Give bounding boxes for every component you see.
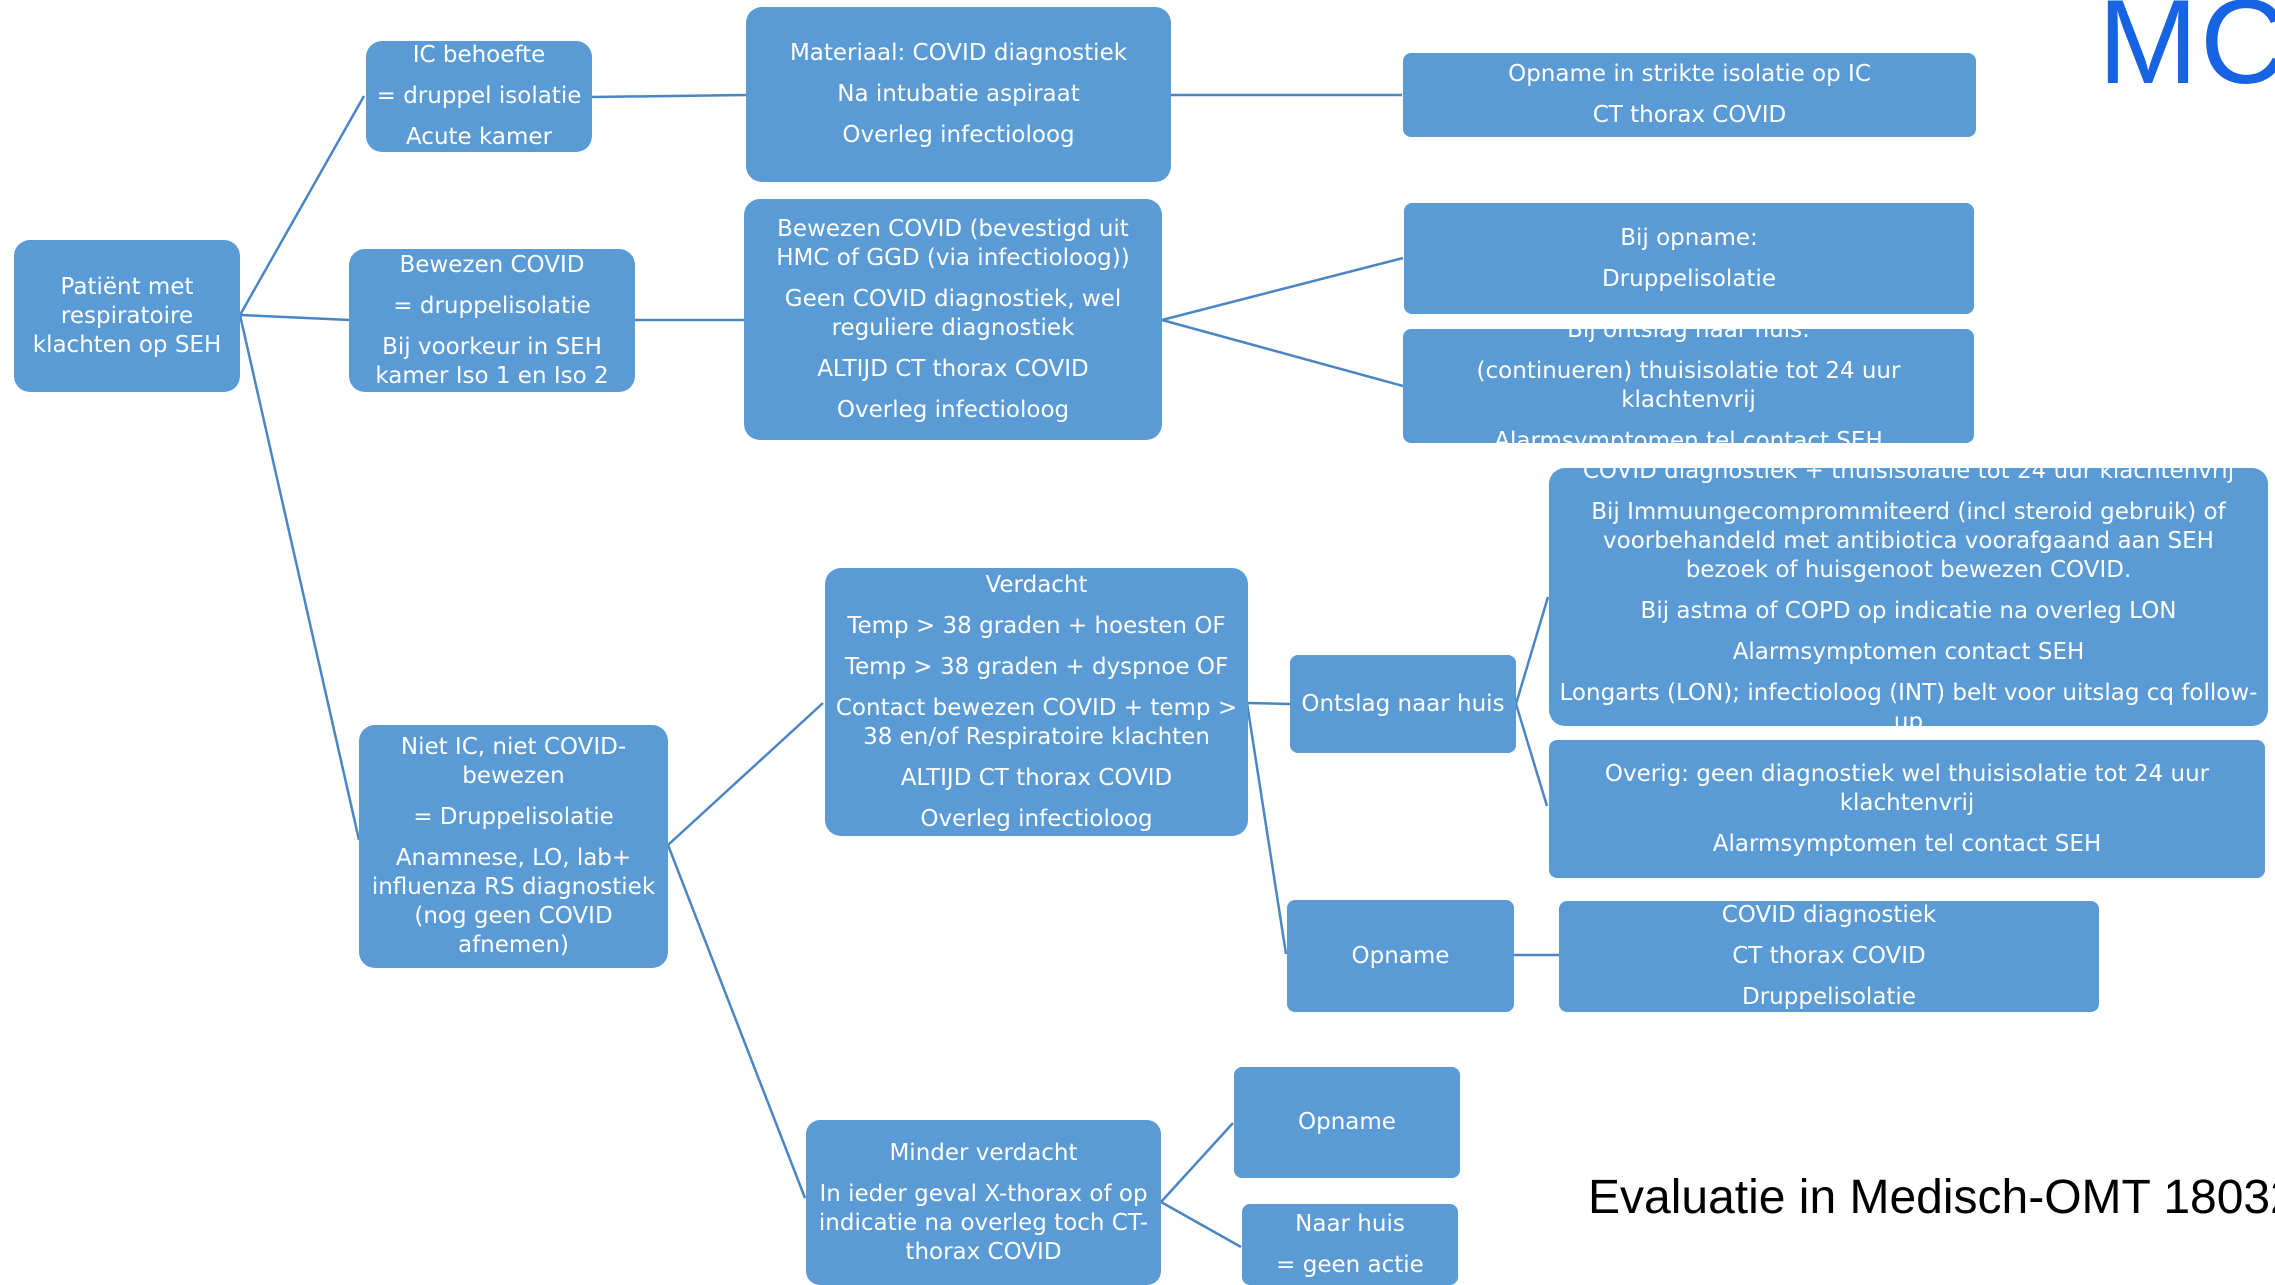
minder-verdacht-node: Minder verdacht In ieder geval X-thorax …	[806, 1120, 1161, 1285]
evaluation-footer-text: Evaluatie in Medisch-OMT 18032	[1588, 1171, 2275, 1224]
node-text: Alarmsymptomen tel contact SEH	[1494, 428, 1883, 454]
node-text: Alarmsymptomen contact SEH	[1732, 639, 2085, 665]
node-text: Bij Immuungecomprommiteerd (incl steroid…	[1591, 499, 2226, 583]
node-text: Opname in strikte isolatie op IC	[1508, 61, 1871, 87]
node-text: In ieder geval X-thorax of op indicatie …	[818, 1180, 1149, 1265]
node-text: Minder verdacht	[889, 1139, 1078, 1166]
node-text: COVID diagnostiek	[1721, 902, 1937, 928]
logo-text: MC	[2098, 0, 2275, 109]
node-text: Geen COVID diagnostiek, wel reguliere di…	[784, 285, 1122, 341]
node-text: Niet IC, niet COVID-bewezen	[400, 734, 627, 789]
node-text: Bij ontslag naar huis:	[1567, 317, 1810, 343]
hospital-logo: MC	[2098, 0, 2275, 102]
node-text: = geen actie	[1276, 1251, 1424, 1278]
node-text: CT thorax COVID	[1732, 943, 1926, 969]
node-text: Overleg infectioloog	[842, 122, 1075, 148]
node-text: Verdacht	[985, 571, 1088, 598]
node-text: Opname	[1298, 1109, 1396, 1135]
opname-verdacht-detail-node: COVID diagnostiek CT thorax COVID Druppe…	[1559, 901, 2099, 1012]
covid-diagnostiek-huis-node: COVID diagnostiek + thuisisolatie tot 24…	[1549, 458, 2268, 735]
node-text: Bewezen COVID	[399, 251, 585, 278]
node-text: = Druppelisolatie	[413, 804, 614, 830]
bewezen-covid-node: Bewezen COVID = druppelisolatie Bij voor…	[349, 249, 635, 392]
node-text: CT thorax COVID	[1592, 102, 1787, 128]
node-text: Acute kamer	[405, 124, 553, 150]
opname-verdacht-node: Opname	[1287, 900, 1514, 1012]
node-text: Bewezen COVID (bevestigd uit HMC of GGD …	[776, 215, 1130, 271]
node-text: = druppelisolatie	[393, 292, 591, 319]
node-text: Anamnese, LO, lab+ influenza RS diagnost…	[371, 845, 656, 958]
node-text: Temp > 38 graden + dyspnoe OF	[844, 653, 1229, 680]
node-text: Opname	[1351, 942, 1450, 969]
node-text: ALTIJD CT thorax COVID	[817, 355, 1089, 382]
node-text: = druppel isolatie	[376, 83, 582, 109]
node-text: Ontslag naar huis	[1301, 690, 1505, 717]
node-text: COVID diagnostiek + thuisisolatie tot 24…	[1582, 458, 2235, 484]
node-text: Bij opname:	[1620, 224, 1758, 251]
node-text: Overig: geen diagnostiek wel thuisisolat…	[1604, 760, 2210, 816]
naar-huis-node: Naar huis = geen actie	[1242, 1204, 1458, 1285]
node-text: Longarts (LON); infectioloog (INT) belt …	[1559, 680, 2258, 735]
node-text: Contact bewezen COVID + temp > 38 en/of …	[835, 694, 1238, 750]
node-text: ALTIJD CT thorax COVID	[900, 764, 1173, 791]
patient-root-node: Patiënt met respiratoire klachten op SEH	[14, 240, 240, 392]
node-text: Druppelisolatie	[1602, 265, 1776, 292]
ontslag-naar-huis-node: Ontslag naar huis	[1290, 655, 1516, 753]
bij-ontslag-node: Bij ontslag naar huis: (continueren) thu…	[1403, 317, 1974, 454]
node-text: Temp > 38 graden + hoesten OF	[847, 612, 1226, 639]
node-text: Druppelisolatie	[1742, 984, 1916, 1010]
node-text: Materiaal: COVID diagnostiek	[789, 40, 1128, 66]
node-text: Bij voorkeur in SEH kamer Iso 1 en Iso 2	[375, 333, 609, 389]
node-text: Patiënt met respiratoire klachten op SEH	[32, 273, 222, 358]
node-text: Bij astma of COPD op indicatie na overle…	[1640, 598, 2177, 624]
overig-node: Overig: geen diagnostiek wel thuisisolat…	[1549, 740, 2265, 878]
node-text: Na intubatie aspiraat	[837, 81, 1080, 107]
node-text: Naar huis	[1295, 1210, 1405, 1237]
ic-diagnostics-node: Materiaal: COVID diagnostiek Na intubati…	[746, 7, 1171, 182]
node-text: Overleg infectioloog	[920, 805, 1153, 832]
minder-opname-node: Opname	[1234, 1067, 1460, 1178]
niet-ic-node: Niet IC, niet COVID-bewezen = Druppeliso…	[359, 725, 668, 968]
ic-opname-node: Opname in strikte isolatie op IC CT thor…	[1403, 53, 1976, 137]
node-text: Overleg infectioloog	[836, 396, 1070, 423]
ic-behoefte-node: IC behoefte = druppel isolatie Acute kam…	[366, 41, 592, 152]
node-text: Alarmsymptomen tel contact SEH	[1712, 830, 2102, 857]
bewezen-diagnostics-node: Bewezen COVID (bevestigd uit HMC of GGD …	[744, 199, 1162, 440]
bij-opname-node: Bij opname: Druppelisolatie	[1404, 203, 1974, 314]
node-text: (continueren) thuisisolatie tot 24 uur k…	[1476, 358, 1901, 413]
verdacht-node: Verdacht Temp > 38 graden + hoesten OF T…	[825, 568, 1248, 836]
node-text: IC behoefte	[412, 42, 546, 68]
